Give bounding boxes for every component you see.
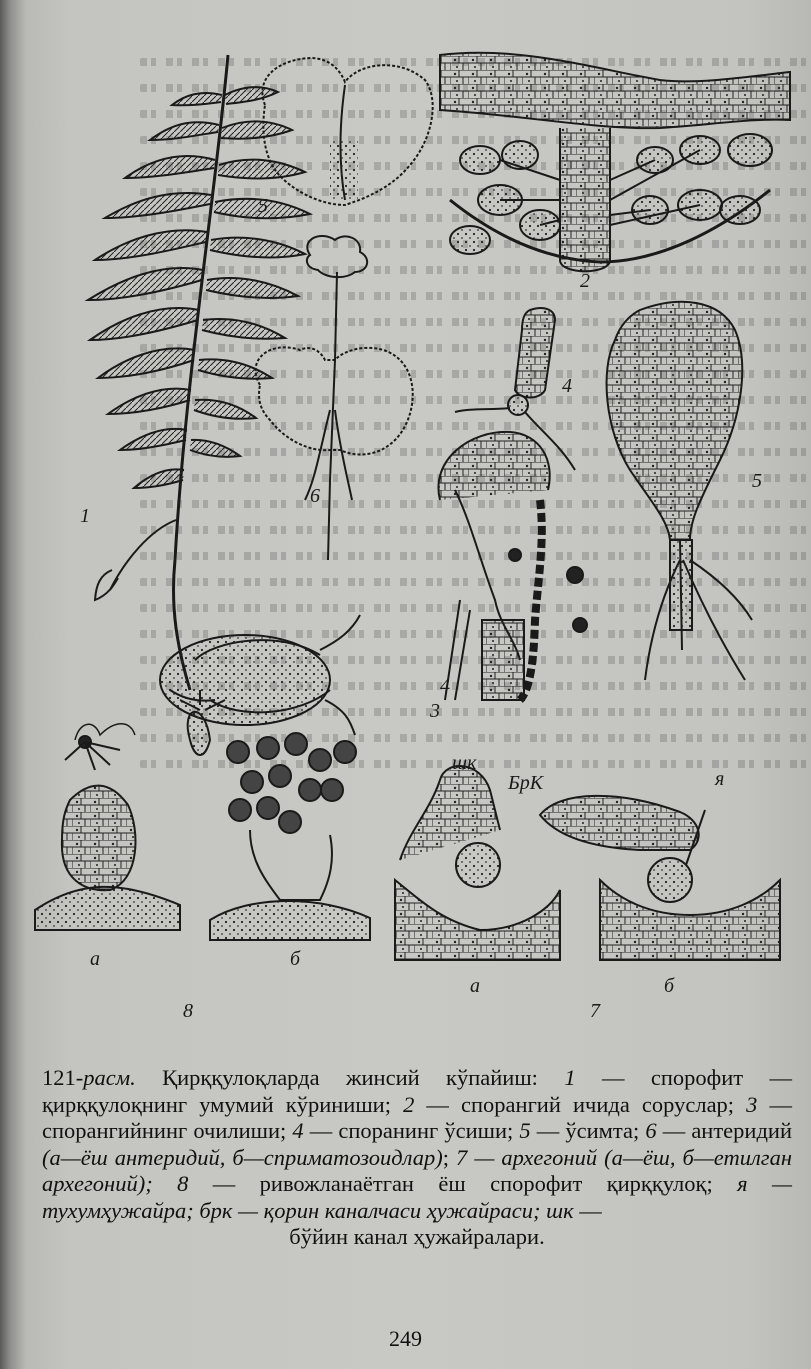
label-fig-8: 8 [183, 1000, 193, 1023]
label-fig-2: 2 [580, 270, 590, 293]
fern-reproduction-illustration [0, 0, 811, 1060]
caption-fig-number: 121- [42, 1065, 83, 1090]
label-egg-cell: я [715, 768, 724, 791]
caption-text-5: — ўсимта; [531, 1118, 646, 1143]
caption-abbr-shk: шк [546, 1198, 574, 1223]
young-sporophyte-drawing [256, 236, 413, 560]
caption-last-line: бўйин канал ҳужайралари. [42, 1224, 792, 1251]
caption-title: Қирққулоқларда жинсий кўпайиш: [136, 1065, 565, 1090]
label-fig-4b: 4 [440, 675, 450, 698]
archegonium-mature-drawing [540, 796, 780, 960]
caption-text-brk: — қорин каналчаси ҳужайраси; [232, 1198, 546, 1223]
fern-sporophyte-drawing [88, 55, 360, 735]
label-fig-1: 1 [80, 505, 90, 528]
caption-num-8: 8 [177, 1171, 188, 1196]
caption-abbr-brk: брк [199, 1198, 232, 1223]
caption-text-2: — спорангий ичида соруслар; [414, 1092, 746, 1117]
caption-fig-word: расм. [83, 1065, 135, 1090]
caption-text-4: — споранинг ўсиши; [304, 1118, 520, 1143]
label-fig-4: 4 [562, 375, 572, 398]
antheridium-drawing [35, 690, 225, 930]
label-sub-a-6: а [90, 948, 100, 971]
sorus-section-drawing [440, 53, 790, 272]
label-fig-3: 3 [430, 700, 440, 723]
caption-num-1: 1 [564, 1065, 575, 1090]
label-fig-5-top: 5 [258, 195, 268, 218]
caption-text-shk: — [574, 1198, 602, 1223]
caption-abbr-ya: я [737, 1171, 747, 1196]
caption-num-3: 3 [746, 1092, 757, 1117]
label-fig-5-right: 5 [752, 470, 762, 493]
label-ventral-canal-cell: БрК [508, 772, 543, 795]
prothallus-drawing-right [607, 302, 752, 680]
caption-num-6: 6 [645, 1118, 656, 1143]
figure-caption: 121-расм. Қирққулоқларда жинсий кўпайиш:… [42, 1065, 792, 1251]
label-sub-a-7: а [470, 975, 480, 998]
caption-num-4: 4 [292, 1118, 303, 1143]
caption-num-5: 5 [519, 1118, 530, 1143]
caption-num-2: 2 [403, 1092, 414, 1117]
caption-text-8: — ривожланаётган ёш спорофит қирққулоқ; [188, 1171, 737, 1196]
label-neck-canal-cells: шк [452, 752, 476, 775]
caption-text-6b: (а—ёш антеридий, б—сприматозоидлар) [42, 1145, 443, 1170]
label-sub-b-6: б [290, 948, 300, 971]
label-fig-7: 7 [590, 1000, 600, 1023]
sporangium-opening-drawing [438, 432, 587, 700]
page-number: 249 [0, 1326, 811, 1352]
label-sub-b-7: б [664, 975, 674, 998]
caption-text-6: — антеридий [657, 1118, 792, 1143]
caption-text-6c: ; [443, 1145, 456, 1170]
label-fig-6: 6 [310, 485, 320, 508]
caption-num-7: 7 [456, 1145, 467, 1170]
archegonium-young-drawing [395, 766, 560, 960]
spermatozoids-drawing [210, 733, 370, 940]
